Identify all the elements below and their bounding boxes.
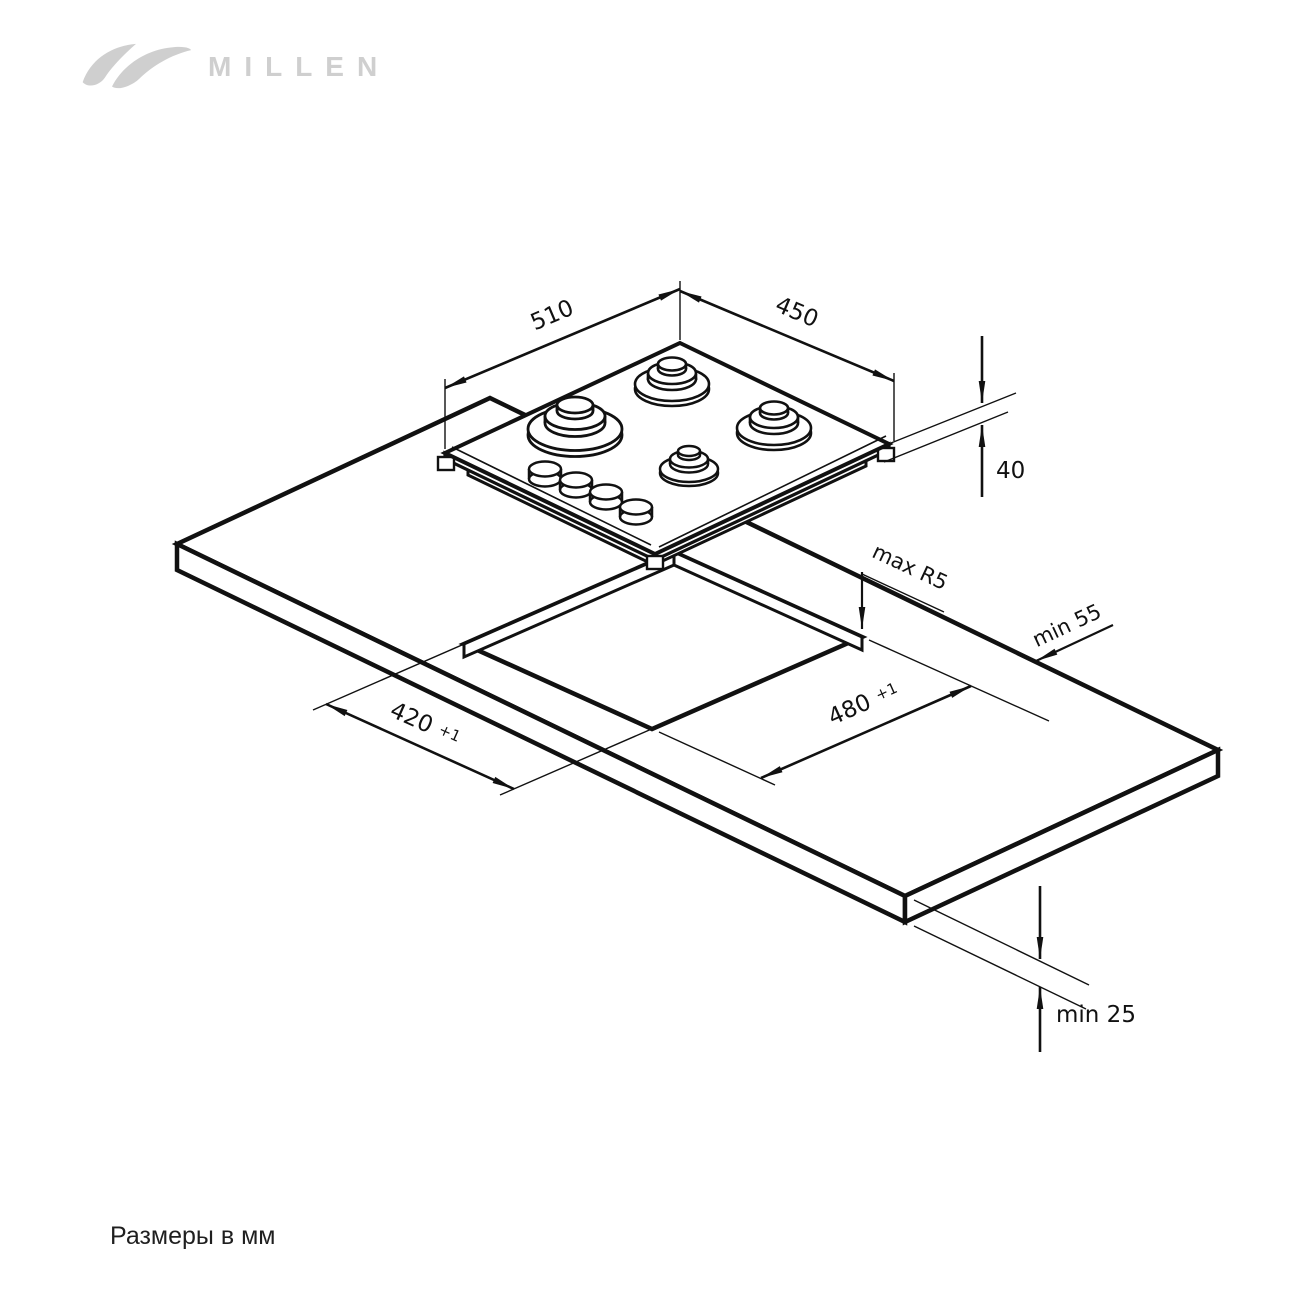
glass-rim-line-right — [658, 435, 887, 548]
burner-left-large — [526, 395, 624, 458]
glass-rim-line-left — [451, 446, 652, 546]
burner-right — [735, 400, 813, 452]
control-knobs — [527, 460, 654, 526]
millen-logo: MILLEN — [80, 40, 390, 94]
dim-40-label: 40 — [996, 458, 1025, 484]
dim-420-tolerance: +1 — [436, 720, 464, 745]
dim-hob-height-40: 40 — [883, 336, 1025, 497]
burner-front-small — [658, 444, 720, 488]
thickness-label: min 25 — [1056, 1002, 1136, 1028]
annotation-rear-clearance: min 55 — [1029, 599, 1114, 662]
logo-wordmark: MILLEN — [208, 51, 391, 82]
units-note: Размеры в мм — [110, 1222, 276, 1250]
logo-swoosh-icon — [82, 43, 192, 89]
dim-worktop-thickness: min 25 — [913, 886, 1136, 1052]
hob-foot-front — [645, 554, 665, 571]
dim-510-label: 510 — [527, 295, 578, 336]
hob-foot-left — [436, 455, 456, 472]
dim-450-label: 450 — [771, 292, 822, 333]
dim-420-label: 420 — [386, 697, 437, 739]
rear-clearance-label: min 55 — [1029, 599, 1105, 652]
